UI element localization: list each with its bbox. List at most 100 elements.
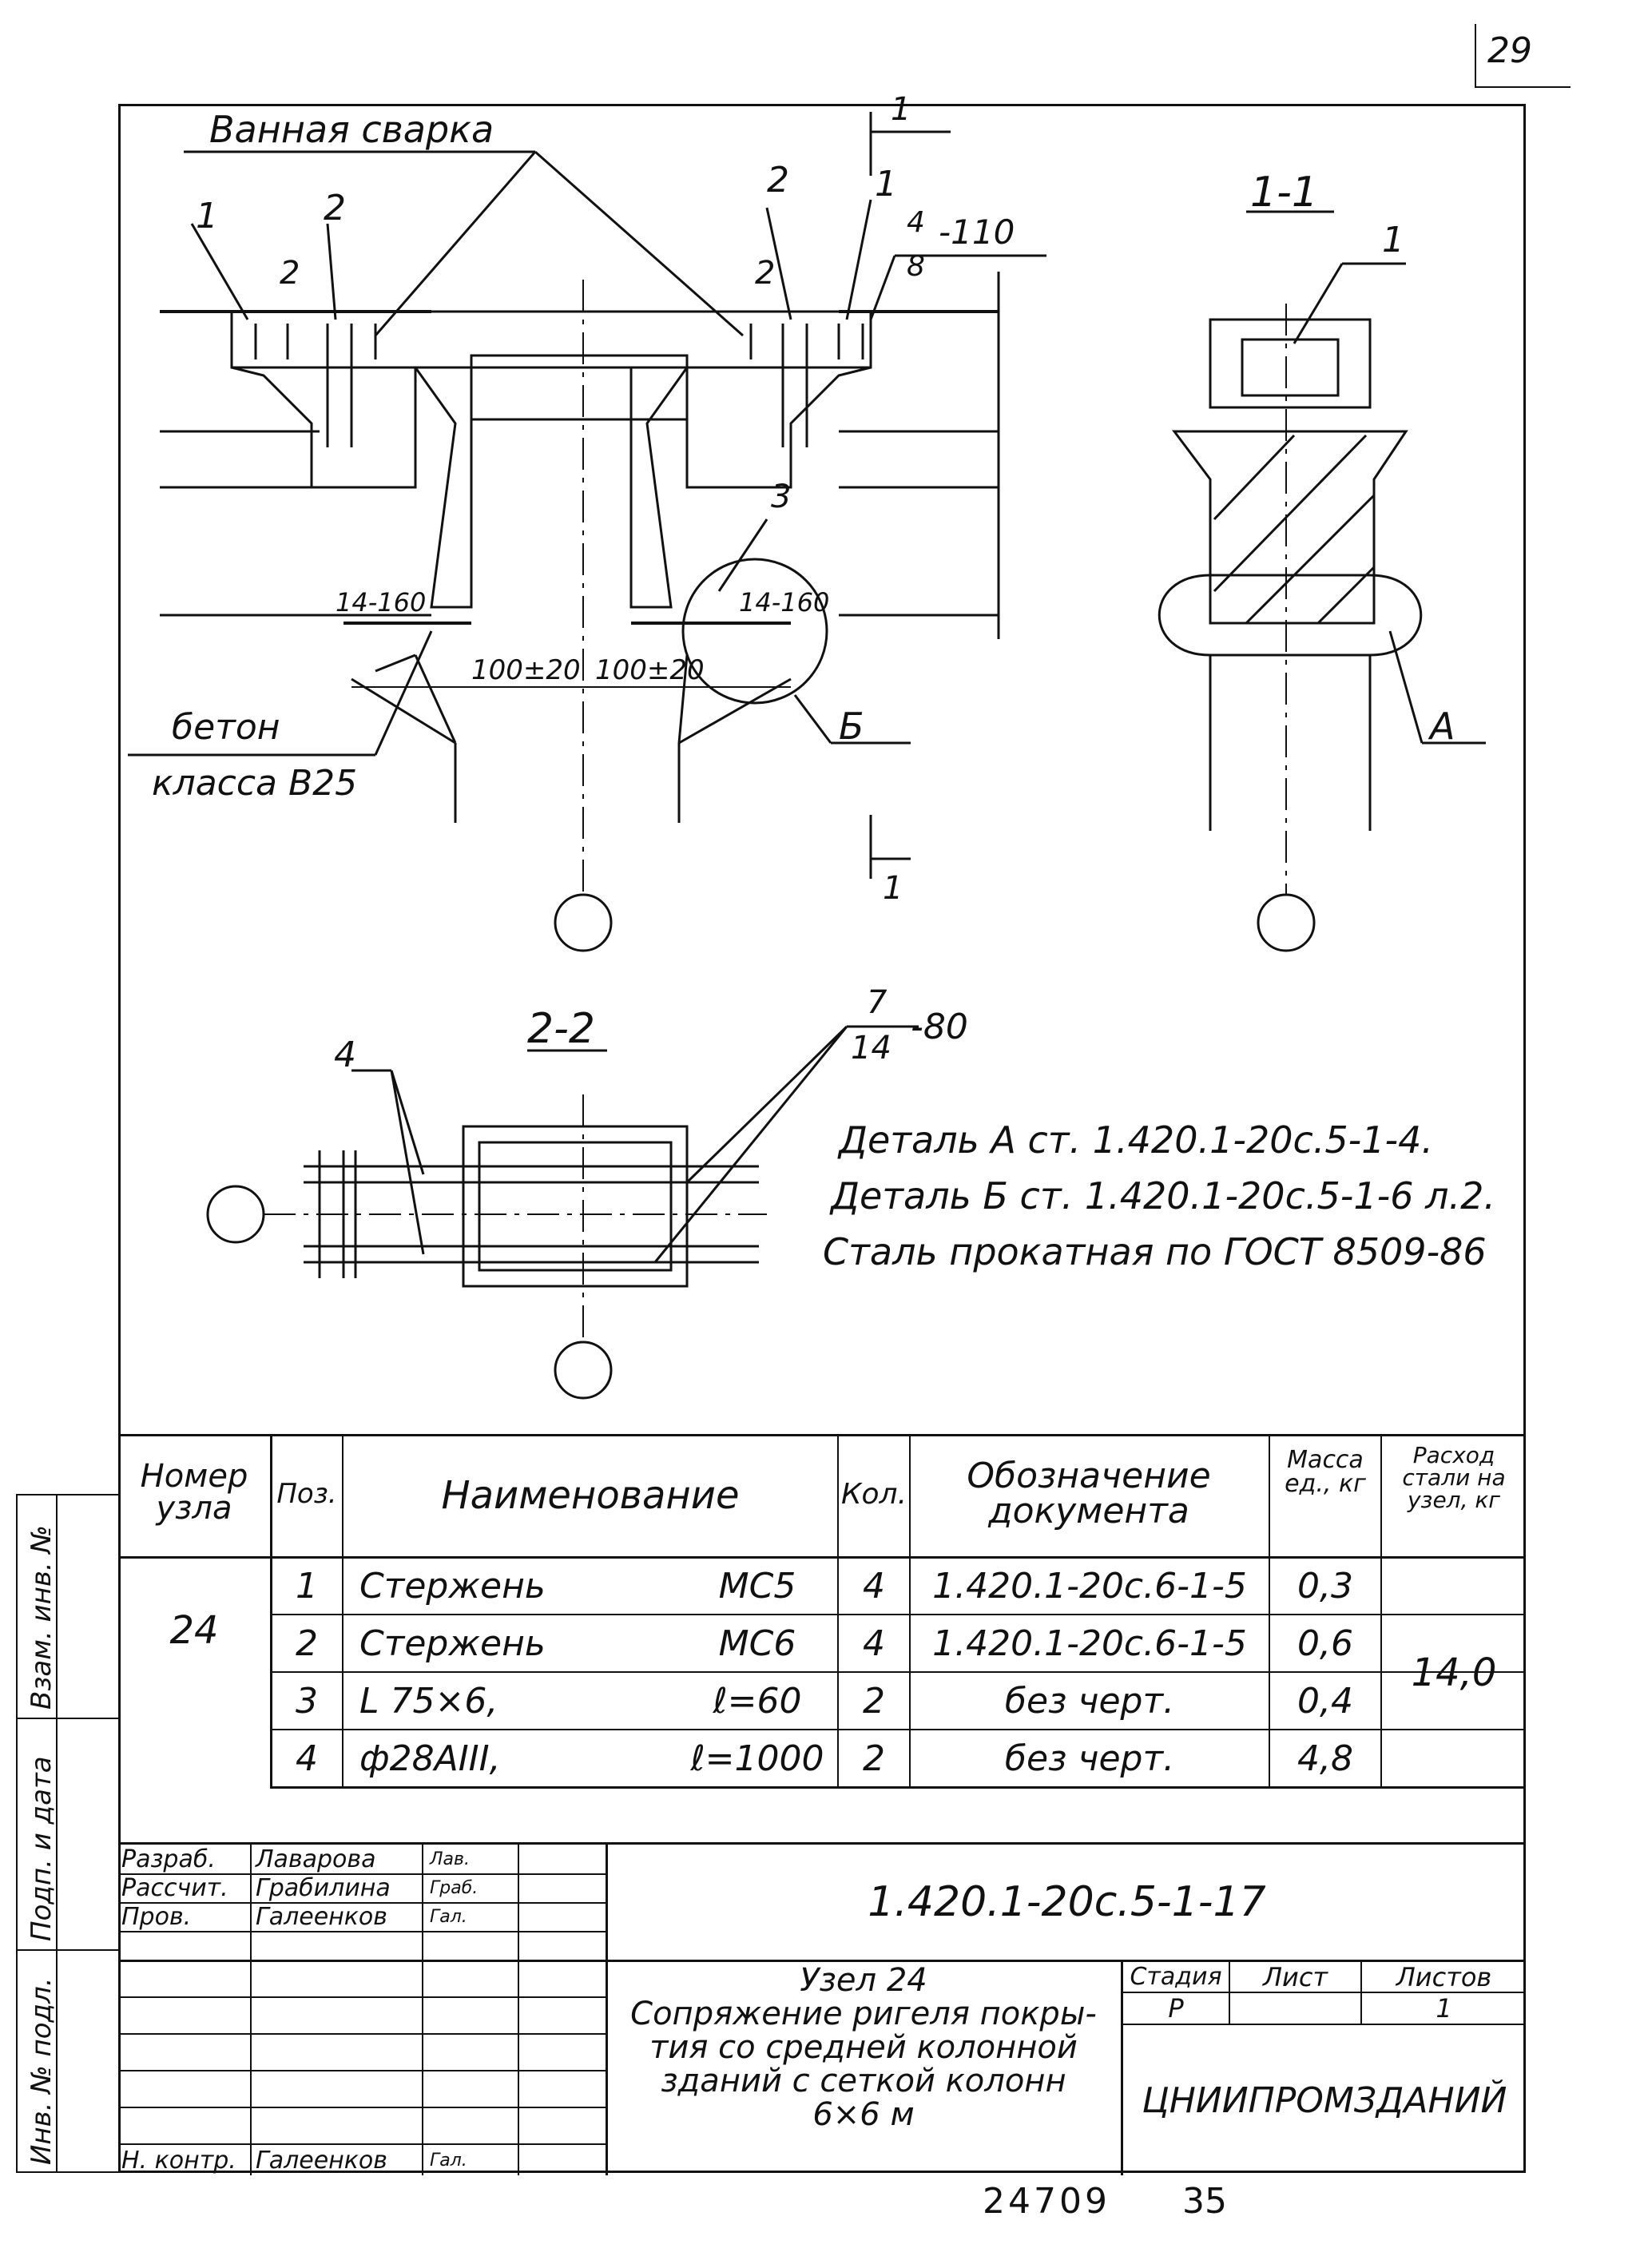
side-inv-orig: Инв. № подл. — [26, 1977, 58, 2165]
callout-1-right: 1 — [875, 164, 897, 205]
row1-name: Стержень — [359, 1566, 546, 1607]
detail-a-label: А — [1428, 705, 1455, 748]
row1-doc: 1.420.1-20с.6-1-5 — [932, 1566, 1247, 1607]
callout-3: 3 — [771, 479, 791, 515]
row3-mass: 0,4 — [1297, 1680, 1353, 1722]
row3-name: L 75×6, — [359, 1680, 498, 1722]
axis-bubble-22-left — [206, 1185, 265, 1244]
row1-mass: 0,3 — [1297, 1566, 1353, 1607]
designation: 1.420.1-20с.5-1-17 — [868, 1878, 1266, 1926]
weld-side-right: 14-160 — [739, 587, 829, 618]
title-line-4: зданий с сеткой колонн — [661, 2063, 1066, 2099]
sheet-number-mark — [1475, 24, 1476, 88]
row1-pos: 1 — [296, 1566, 318, 1607]
side-sign-date: Подп. и дата — [26, 1756, 58, 1941]
drawing-frame — [118, 104, 1526, 2173]
weld-22-den: 14 — [851, 1030, 892, 1066]
detail-b-circle — [681, 558, 828, 705]
sheets-value: 1 — [1436, 1993, 1452, 2024]
row2-name: Стержень — [359, 1623, 546, 1664]
node-number: 24 — [169, 1608, 219, 1653]
title-line-3: тия со средней колонной — [649, 2029, 1078, 2066]
row2-pos: 2 — [296, 1623, 318, 1664]
sheet-label: Лист — [1262, 1961, 1328, 1992]
section-11-title: 1-1 — [1250, 169, 1318, 216]
sign-3: Гал. — [430, 1906, 467, 1927]
note-steel: Сталь прокатная по ГОСТ 8509-86 — [823, 1230, 1487, 1273]
weld-side-left: 14-160 — [336, 587, 426, 618]
callout-4: 4 — [334, 1035, 356, 1075]
row2-mass: 0,6 — [1297, 1623, 1353, 1664]
row1-qty: 4 — [863, 1566, 885, 1607]
name-4: Галеенков — [256, 2146, 387, 2175]
side-replace-inv: Взам. инв. № — [26, 1525, 58, 1710]
header-qty: Кол. — [840, 1478, 907, 1511]
title-line-2: Сопряжение ригеля покры- — [630, 1996, 1097, 2032]
axis-bubble-section11 — [1257, 893, 1316, 952]
weld-top-num: 4 — [907, 206, 925, 239]
row4-mark: ℓ=1000 — [690, 1738, 824, 1779]
callout-2-left-b: 2 — [280, 255, 300, 292]
row4-mass: 4,8 — [1297, 1738, 1353, 1779]
sheets-label: Листов — [1396, 1961, 1492, 1992]
row1-mark: МС5 — [718, 1566, 796, 1607]
header-pos: Поз. — [276, 1478, 337, 1510]
side-strip — [16, 1494, 118, 2173]
row4-pos: 4 — [296, 1738, 318, 1779]
row4-name: ф28АIII, — [359, 1738, 501, 1779]
organization: ЦНИИПРОМЗДАНИЙ — [1142, 2079, 1507, 2121]
callout-1-left: 1 — [196, 196, 218, 236]
role-2: Рассчит. — [121, 1873, 228, 1902]
row3-qty: 2 — [863, 1680, 885, 1722]
footer-code: 24709 — [983, 2181, 1110, 2222]
row4-qty: 2 — [863, 1738, 885, 1779]
sheet-number: 29 — [1487, 30, 1532, 71]
title-line-1: Узел 24 — [800, 1962, 927, 1999]
stage-value: Р — [1168, 1993, 1184, 2024]
section-22-title: 2-2 — [527, 1005, 595, 1053]
footer-page: 35 — [1182, 2181, 1227, 2222]
weld-top-len: -110 — [939, 213, 1015, 252]
header-name: Наименование — [441, 1473, 740, 1518]
stage-label: Стадия — [1130, 1963, 1222, 1991]
weld-top-den: 8 — [907, 250, 925, 283]
role-1: Разраб. — [121, 1845, 216, 1873]
row4-doc: без черт. — [1004, 1738, 1175, 1779]
section-marker-top: 1 — [891, 91, 911, 128]
note-detail-b: Деталь Б ст. 1.420.1-20с.5-1-6 л.2. — [831, 1174, 1496, 1217]
title-line-5: 6×6 м — [812, 2096, 915, 2133]
header-usage: Расход стали на узел, кг — [1402, 1442, 1506, 1513]
detail-b-label: Б — [839, 705, 864, 748]
detail-a-outline — [1158, 574, 1423, 657]
callout-1-section11: 1 — [1382, 220, 1404, 260]
dim-left: 100±20 — [471, 654, 581, 686]
title-block: Разраб. Лаварова Лав. Рассчит. Грабилина… — [118, 1842, 1526, 2175]
role-4: Н. контр. — [121, 2146, 236, 2175]
row2-doc: 1.420.1-20с.6-1-5 — [932, 1623, 1247, 1664]
section-22-body — [462, 1125, 689, 1288]
weld-22-num: 7 — [867, 984, 888, 1021]
row3-doc: без черт. — [1004, 1680, 1175, 1722]
row3-mark: ℓ=60 — [713, 1680, 802, 1722]
sign-2: Граб. — [430, 1877, 479, 1898]
drawing-area: Ванная сварка бетон класса В25 1 1 1-1 2… — [128, 91, 1486, 1400]
header-doc: Обозначение документа — [967, 1456, 1211, 1531]
concrete-topping — [230, 310, 872, 369]
sign-1: Лав. — [430, 1849, 470, 1869]
callout-2-right: 2 — [767, 160, 789, 201]
axis-bubble-main — [554, 893, 613, 952]
name-3: Галеенков — [256, 1902, 387, 1931]
section-11-topping — [1209, 318, 1372, 409]
row2-qty: 4 — [863, 1623, 885, 1664]
row3-pos: 3 — [296, 1680, 318, 1722]
concrete-label-2: класса В25 — [152, 763, 357, 804]
row2-mark: МС6 — [718, 1623, 796, 1664]
section-marker-bottom: 1 — [883, 870, 903, 907]
note-detail-a: Деталь А ст. 1.420.1-20с.5-1-4. — [839, 1118, 1434, 1162]
weld-22-len: -80 — [911, 1007, 968, 1047]
concrete-label-1: бетон — [172, 707, 280, 748]
dim-right: 100±20 — [595, 654, 705, 686]
sheet-number-underline — [1475, 86, 1571, 88]
callout-2-right-b: 2 — [755, 255, 775, 292]
callout-2-left: 2 — [324, 188, 346, 228]
